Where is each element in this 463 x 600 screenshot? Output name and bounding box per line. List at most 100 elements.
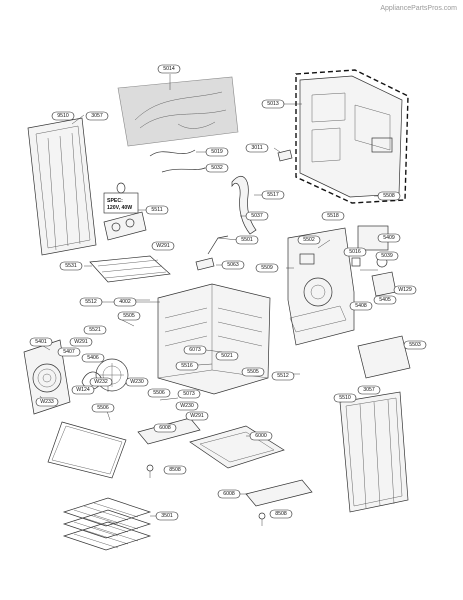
callout-5506: 5506 <box>91 403 115 413</box>
callout-3011-text: 3011 <box>251 145 262 151</box>
oven-racks-3501 <box>62 497 152 551</box>
callout-5407: 5407 <box>57 347 81 357</box>
callout-w291-c-text: W291 <box>190 413 204 419</box>
callout-5501-text: 5501 <box>241 237 253 243</box>
callout-6000: 6000 <box>249 431 273 441</box>
callout-5401-text: 5401 <box>35 339 47 345</box>
callout-5509: 5509 <box>255 263 279 273</box>
convection-fan-cover <box>23 339 71 415</box>
bulb-icon <box>116 182 126 194</box>
callout-5505: 5505 <box>241 367 265 377</box>
callout-5039: 5039 <box>375 251 399 261</box>
callout-5013: 5013 <box>261 99 285 109</box>
callout-5511: 5511 <box>145 205 169 215</box>
door-glass-5506 <box>47 421 127 479</box>
callout-8508-b-text: 8508 <box>275 511 287 517</box>
callout-w230-a-text: W230 <box>130 379 144 385</box>
duct-5517 <box>231 176 257 235</box>
callout-6073-a-text: 6073 <box>189 347 201 353</box>
screw-8508b <box>258 512 266 526</box>
callout-w233-text: W233 <box>40 399 54 405</box>
left-door-panel <box>27 117 97 256</box>
callout-3011: 3011 <box>245 143 269 153</box>
callout-5032-text: 5032 <box>211 165 223 171</box>
callout-5508-text: 5508 <box>383 193 395 199</box>
callout-5019-text: 5019 <box>211 149 223 155</box>
callout-5502-text: 5502 <box>303 237 315 243</box>
callout-8508-a: 8508 <box>163 465 187 475</box>
callout-9510-a: 9510 <box>51 111 75 121</box>
callout-5406: 5406 <box>81 353 105 363</box>
callout-6008-a-text: 6008 <box>159 425 171 431</box>
switch-5016 <box>351 257 361 267</box>
callout-5516: 5516 <box>175 361 199 371</box>
vent-5503 <box>357 335 411 379</box>
callout-5408-text: 5408 <box>355 303 367 309</box>
callout-5518: 5518 <box>321 211 345 221</box>
callout-5510: 5510 <box>333 393 357 403</box>
callout-5032: 5032 <box>205 163 229 173</box>
callout-w291-b: W291 <box>69 337 93 347</box>
callout-5517: 5517 <box>261 190 285 200</box>
callout-5518-text: 5518 <box>327 213 339 219</box>
callout-w124: W124 <box>71 385 95 395</box>
callout-5506-top: 5506 <box>147 388 171 398</box>
callout-w232: W232 <box>89 377 113 387</box>
callout-w291-c: W291 <box>185 411 209 421</box>
callout-5039-text: 5039 <box>381 253 393 259</box>
callout-5021-text: 5021 <box>221 353 233 359</box>
callout-3057-a-text: 3057 <box>91 113 103 119</box>
callout-3501: 3501 <box>155 511 179 521</box>
callout-5511-text: 5511 <box>151 207 162 213</box>
callout-5014-text: 5014 <box>163 66 175 72</box>
callout-5505-top-text: 5505 <box>123 313 135 319</box>
bracket-3011 <box>277 149 293 162</box>
spec-line-2: 120V, 40W <box>107 205 132 211</box>
callout-3057-b: 3057 <box>357 385 381 395</box>
callout-w129: W129 <box>393 285 417 295</box>
callout-5037: 5037 <box>245 211 269 221</box>
callout-5512-a: 5512 <box>79 297 103 307</box>
callout-8508-a-text: 8508 <box>169 467 181 473</box>
callout-5406-text: 5406 <box>87 355 99 361</box>
lamp-assembly <box>103 211 147 241</box>
callout-3501-text: 3501 <box>161 513 173 519</box>
callout-3057-b-text: 3057 <box>363 387 375 393</box>
callout-5019: 5019 <box>205 147 229 157</box>
callout-w291-b-text: W291 <box>74 339 88 345</box>
callout-5506-text: 5506 <box>97 405 109 411</box>
callout-5516-text: 5516 <box>181 363 193 369</box>
broil-element <box>89 255 171 283</box>
wire-5019 <box>149 149 196 157</box>
callout-5502: 5502 <box>297 235 321 245</box>
callout-w291-a: W291 <box>151 241 175 251</box>
callout-w124-text: W124 <box>76 387 90 393</box>
right-door-panel <box>339 391 409 513</box>
callout-5517-text: 5517 <box>267 192 279 198</box>
callout-5408: 5408 <box>349 301 373 311</box>
callout-5013-text: 5013 <box>267 101 279 107</box>
callout-6008-b: 6008 <box>217 489 241 499</box>
callout-5407-text: 5407 <box>63 349 75 355</box>
callout-w233: W233 <box>35 397 59 407</box>
callout-5401: 5401 <box>29 337 53 347</box>
callout-6008-a: 6008 <box>153 423 177 433</box>
callout-5021: 5021 <box>215 351 239 361</box>
callout-5509-text: 5509 <box>261 265 273 271</box>
callout-5063-text: 5063 <box>227 262 239 268</box>
callout-w291-a-text: W291 <box>156 243 170 249</box>
rear-panel <box>295 69 409 204</box>
callout-w232-text: W232 <box>94 379 108 385</box>
callout-w230-b: W230 <box>175 401 199 411</box>
callout-5506-top-text: 5506 <box>153 390 165 396</box>
wire-5032 <box>161 167 206 173</box>
bracket-5063 <box>195 257 215 271</box>
callout-5503: 5503 <box>403 340 427 350</box>
callout-5037-text: 5037 <box>251 213 263 219</box>
callout-8508-b: 8508 <box>269 509 293 519</box>
fan-motor-5405 <box>371 271 397 297</box>
callout-5501: 5501 <box>235 235 259 245</box>
callout-5073-text: 5073 <box>183 391 195 397</box>
rear-wall-assembly <box>287 227 355 346</box>
